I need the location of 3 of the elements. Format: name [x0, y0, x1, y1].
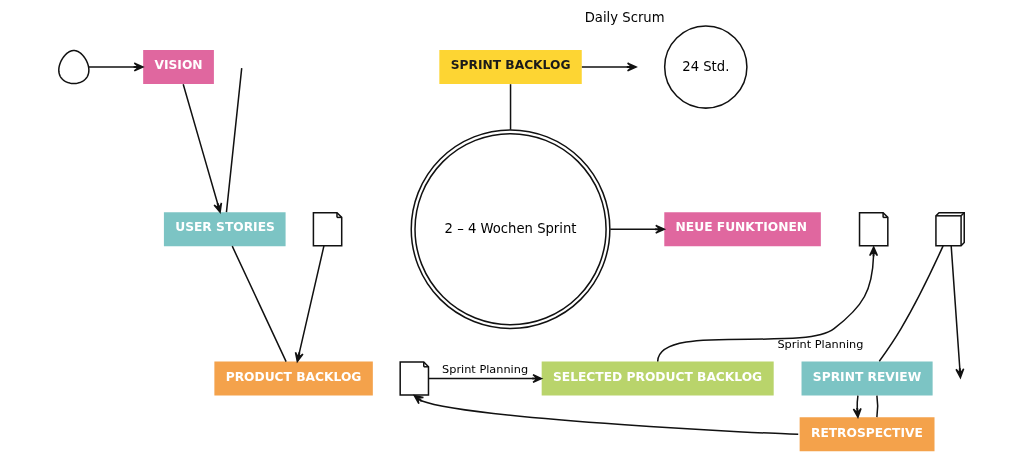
edge-label: Sprint Planning [777, 338, 864, 352]
node-label: Daily Scrum [584, 10, 665, 26]
edge-label: Sprint Planning [442, 362, 529, 376]
